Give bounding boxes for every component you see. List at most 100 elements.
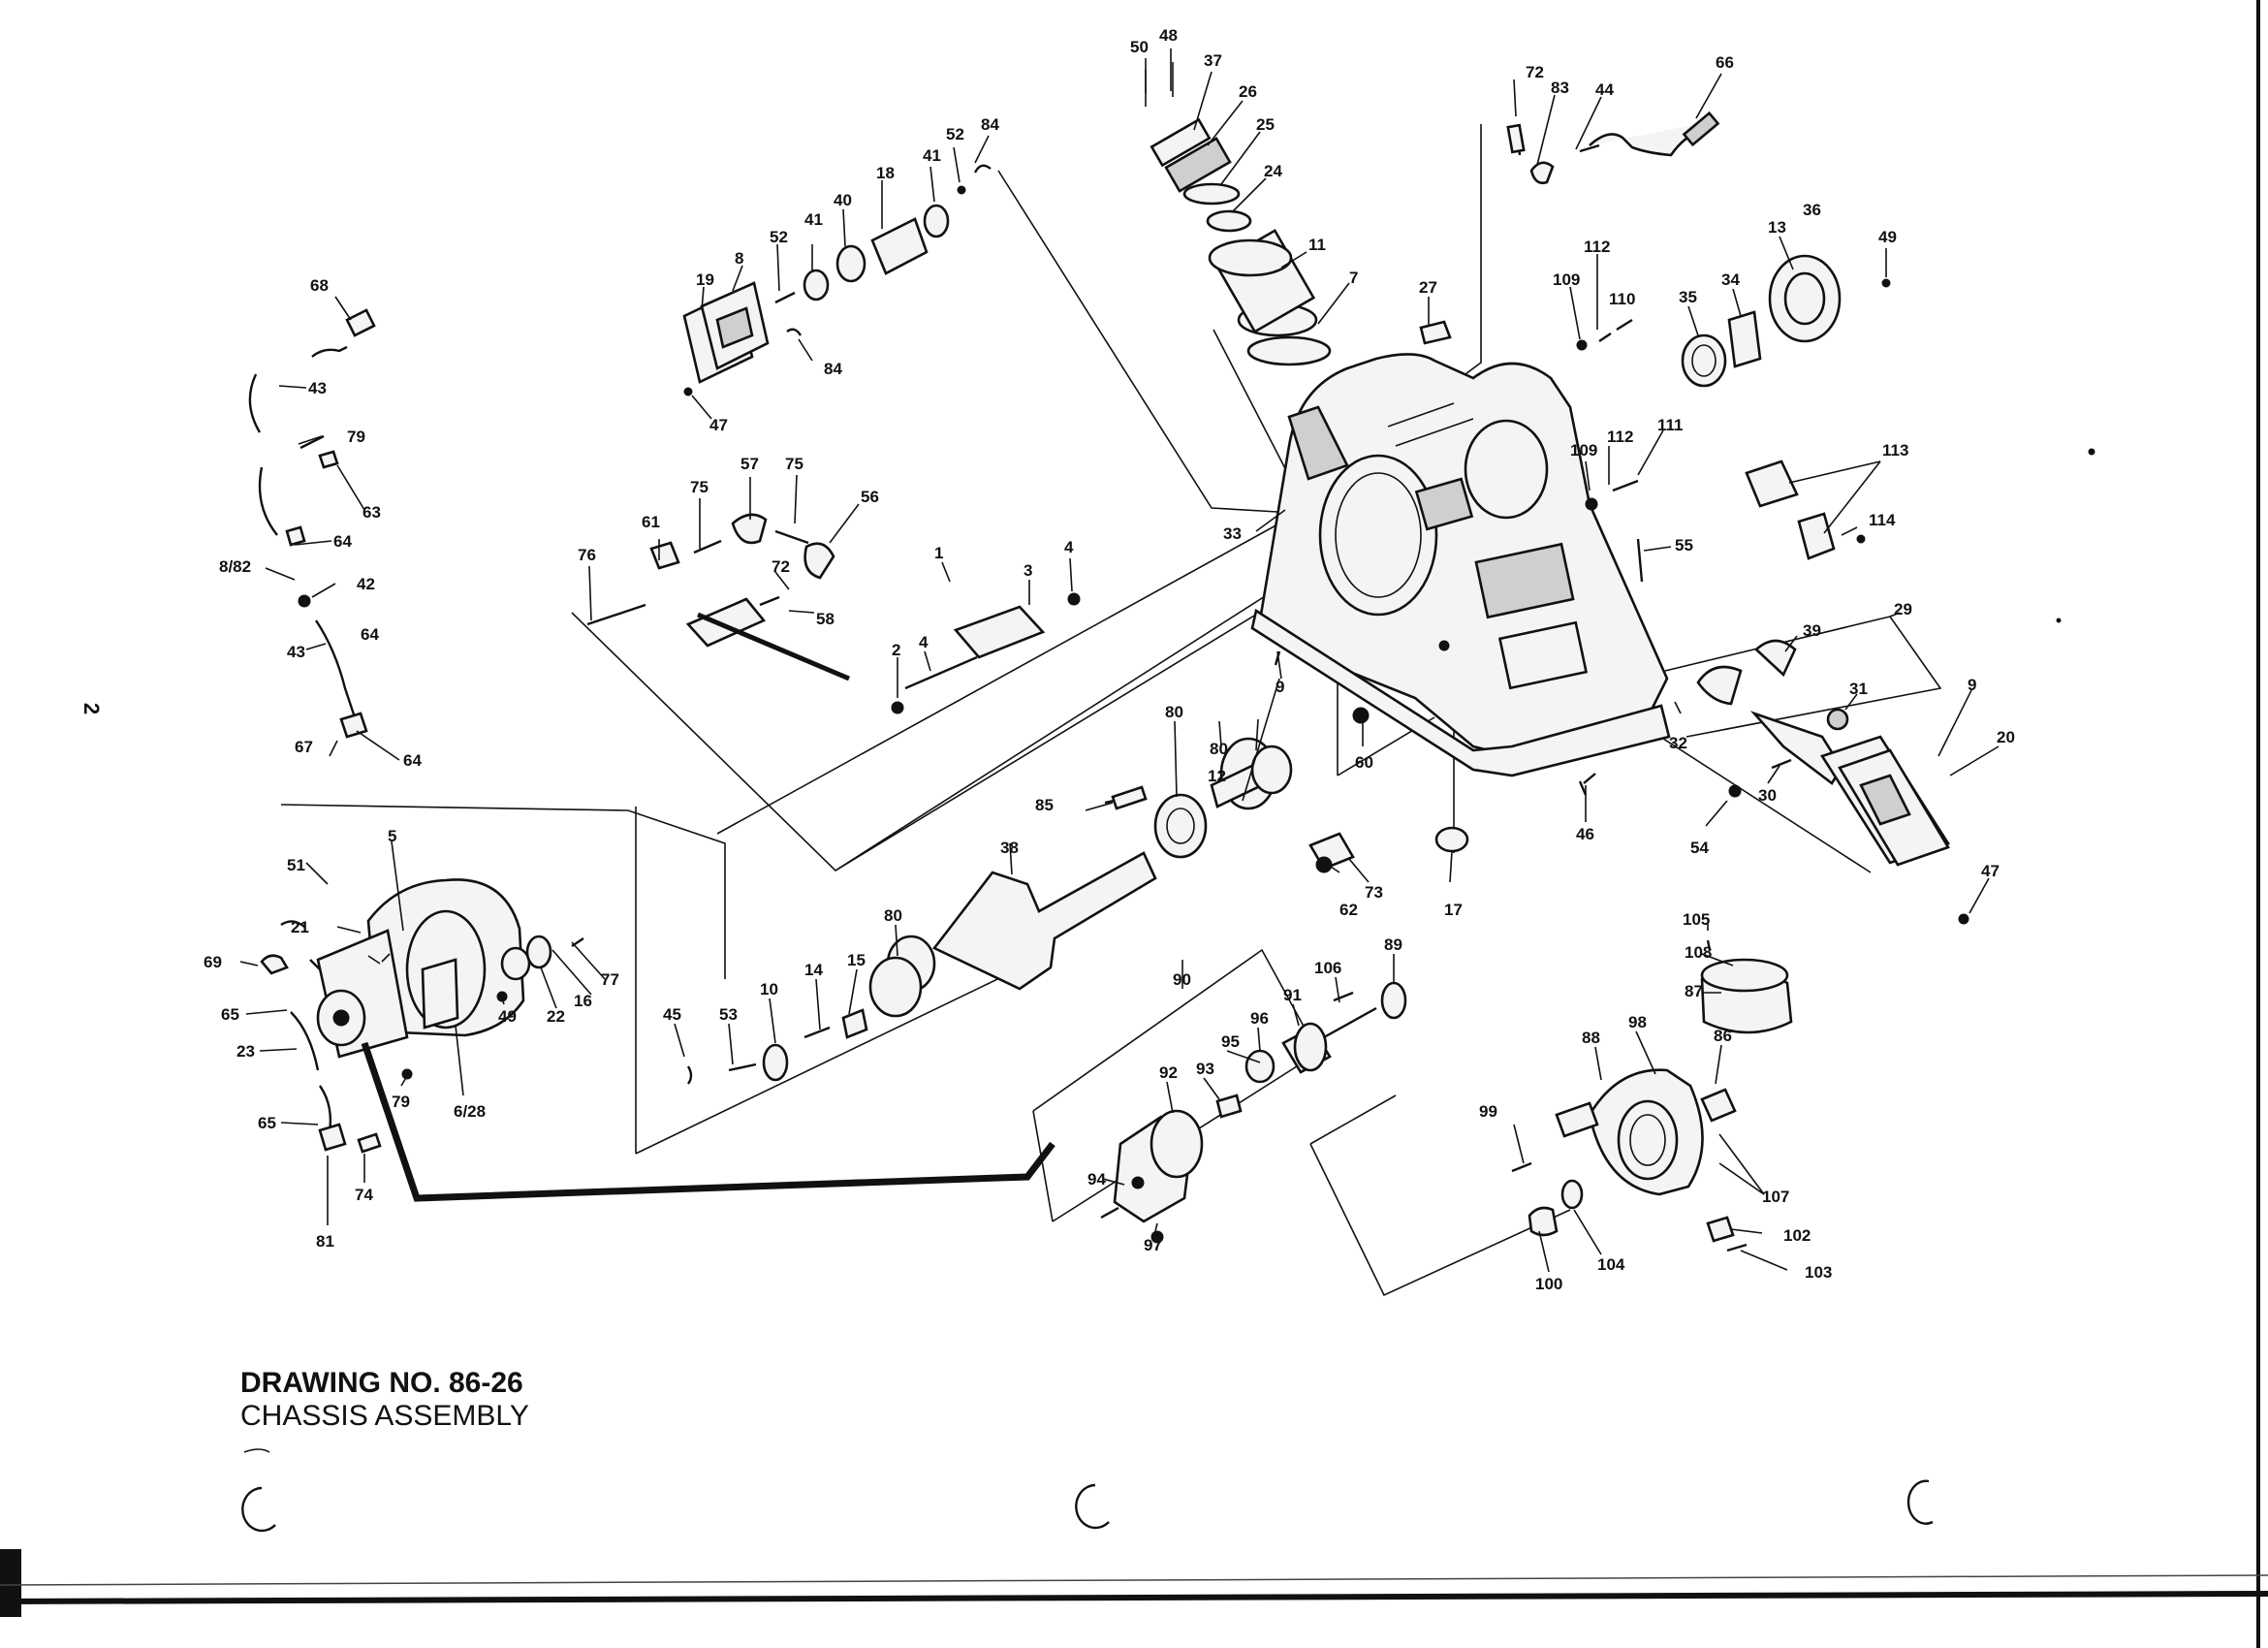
callout: 8/82 xyxy=(219,557,251,576)
callout: 48 xyxy=(1159,26,1178,45)
callout: 33 xyxy=(1223,524,1242,543)
auxiliary-pump-group xyxy=(1511,939,1793,1252)
callout: 52 xyxy=(946,125,964,143)
callout: 34 xyxy=(1721,270,1740,289)
callout: 50 xyxy=(1130,38,1149,56)
callout: 66 xyxy=(1716,53,1734,72)
callout-labels: 50 48 37 26 25 24 11 7 72 83 44 66 13 36… xyxy=(204,26,2015,1293)
callout: 64 xyxy=(403,751,422,770)
callout: 84 xyxy=(824,360,842,378)
callout: 80 xyxy=(1165,703,1183,721)
callout: 46 xyxy=(1576,825,1594,843)
callout: 94 xyxy=(1087,1170,1106,1188)
callout: 75 xyxy=(785,455,803,473)
callout: 39 xyxy=(1803,621,1821,640)
callout: 108 xyxy=(1685,943,1712,962)
callout: 41 xyxy=(923,146,941,165)
callout: 61 xyxy=(642,513,660,531)
callout: 19 xyxy=(696,270,714,289)
callout: 112 xyxy=(1607,428,1633,446)
callout: 110 xyxy=(1609,290,1635,308)
callout: 88 xyxy=(1582,1029,1600,1047)
callout: 64 xyxy=(361,625,379,644)
connecting-rod-group xyxy=(1578,639,1969,925)
callout: 85 xyxy=(1035,796,1054,814)
drawing-number: DRAWING NO. 86-26 xyxy=(240,1367,523,1399)
callout: 89 xyxy=(1384,935,1402,954)
callout: 35 xyxy=(1679,288,1697,306)
callout: 77 xyxy=(601,970,619,989)
callout: 42 xyxy=(357,575,375,593)
callout: 73 xyxy=(1365,883,1383,902)
callout: 107 xyxy=(1762,1188,1789,1206)
callout: 25 xyxy=(1256,115,1275,134)
callout: 1 xyxy=(934,544,943,562)
callout: 8 xyxy=(735,249,743,268)
callout: 114 xyxy=(1869,511,1896,529)
callout: 45 xyxy=(663,1005,681,1024)
callout: 62 xyxy=(1339,901,1358,919)
callout: 3 xyxy=(1024,561,1032,580)
callout: 51 xyxy=(287,856,305,874)
callout: 60 xyxy=(1355,753,1373,772)
callout: 27 xyxy=(1419,278,1437,297)
callout: 79 xyxy=(392,1093,410,1111)
callout: 43 xyxy=(287,643,305,661)
callout: 7 xyxy=(1349,269,1358,287)
callout: 79 xyxy=(347,428,365,446)
callout: 40 xyxy=(834,191,852,209)
routing-line xyxy=(361,612,1055,1202)
pump-drive-group xyxy=(1100,981,1407,1244)
callout: 93 xyxy=(1196,1060,1214,1078)
callout: 80 xyxy=(884,906,902,925)
callout: 2 xyxy=(892,641,900,659)
callout: 30 xyxy=(1758,786,1777,805)
callout: 12 xyxy=(1208,767,1226,785)
callout: 109 xyxy=(1553,270,1580,289)
callout: 9 xyxy=(1276,678,1284,696)
callout: 9 xyxy=(1968,676,1976,694)
callout: 65 xyxy=(221,1005,239,1024)
callout: 76 xyxy=(578,546,596,564)
callout: 72 xyxy=(1526,63,1544,81)
oil-pump-plate xyxy=(891,592,1081,714)
callout: 17 xyxy=(1444,901,1463,919)
callout: 55 xyxy=(1675,536,1693,555)
main-bearing-cover xyxy=(1681,254,1891,388)
callout: 63 xyxy=(362,503,381,522)
callout: 99 xyxy=(1479,1102,1497,1121)
callout: 4 xyxy=(1064,538,1074,556)
callout: 109 xyxy=(1570,441,1597,460)
callout: 58 xyxy=(816,610,835,628)
callout: 20 xyxy=(1997,728,2015,746)
callout: 5 xyxy=(388,827,396,845)
breather-hose xyxy=(586,513,835,648)
callout: 52 xyxy=(770,228,788,246)
callout: 14 xyxy=(804,961,823,979)
callout: 32 xyxy=(1669,734,1687,752)
cylinder-stack xyxy=(1145,62,1332,366)
callout: 44 xyxy=(1595,80,1614,99)
breather-tube xyxy=(1506,111,1720,185)
callout: 75 xyxy=(690,478,709,496)
callout: 68 xyxy=(310,276,329,295)
callout: 21 xyxy=(291,918,309,936)
drive-housing xyxy=(280,878,525,1059)
callout: 47 xyxy=(1981,862,2000,880)
callout: 54 xyxy=(1690,839,1709,857)
callout: 91 xyxy=(1283,986,1302,1004)
callout: 4 xyxy=(919,633,929,651)
callout: 24 xyxy=(1264,162,1282,180)
leader-lines xyxy=(239,48,2000,1273)
callout: 65 xyxy=(258,1114,276,1132)
callout: 47 xyxy=(709,416,728,434)
valve-cover-group xyxy=(682,164,992,396)
callout: 102 xyxy=(1783,1226,1811,1245)
callout: 37 xyxy=(1204,51,1222,70)
callout: 69 xyxy=(204,953,222,971)
callout: 49 xyxy=(1878,228,1897,246)
callout: 113 xyxy=(1882,441,1908,460)
callout: 29 xyxy=(1894,600,1912,618)
